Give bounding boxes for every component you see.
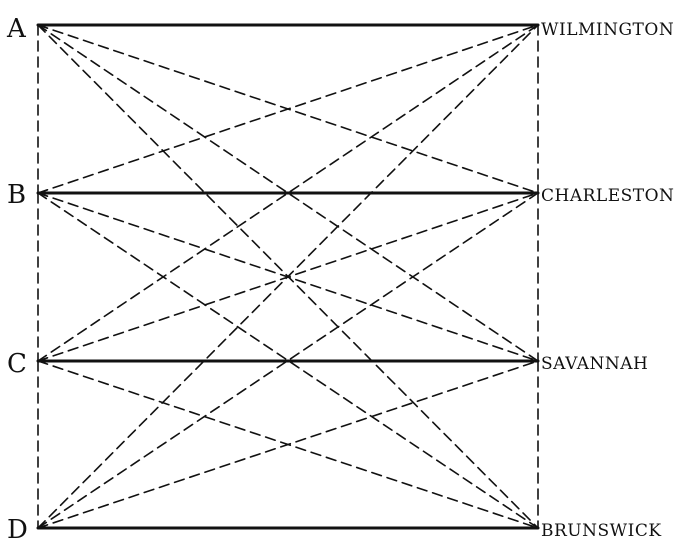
- edges-layer: [36, 23, 540, 530]
- node-label-savannah: SAVANNAH: [541, 354, 648, 374]
- node-label-b: B: [7, 180, 26, 210]
- dashed-edge-d-savannah: [37, 360, 539, 529]
- dashed-edge-b-brunswick: [37, 192, 539, 529]
- node-label-d: D: [7, 515, 28, 545]
- dashed-edge-b-wilmington: [37, 24, 539, 194]
- node-label-brunswick: BRUNSWICK: [541, 521, 662, 541]
- node-label-a: A: [6, 14, 27, 44]
- dashed-edge-d-charleston: [37, 192, 539, 529]
- node-label-charleston: CHARLESTON: [541, 186, 674, 206]
- node-label-c: C: [7, 349, 27, 379]
- node-label-wilmington: WILMINGTON: [541, 20, 674, 40]
- dashed-edge-d-wilmington: [37, 24, 539, 529]
- dashed-edge-c-wilmington: [37, 24, 539, 362]
- dashed-edge-a-savannah: [37, 24, 539, 362]
